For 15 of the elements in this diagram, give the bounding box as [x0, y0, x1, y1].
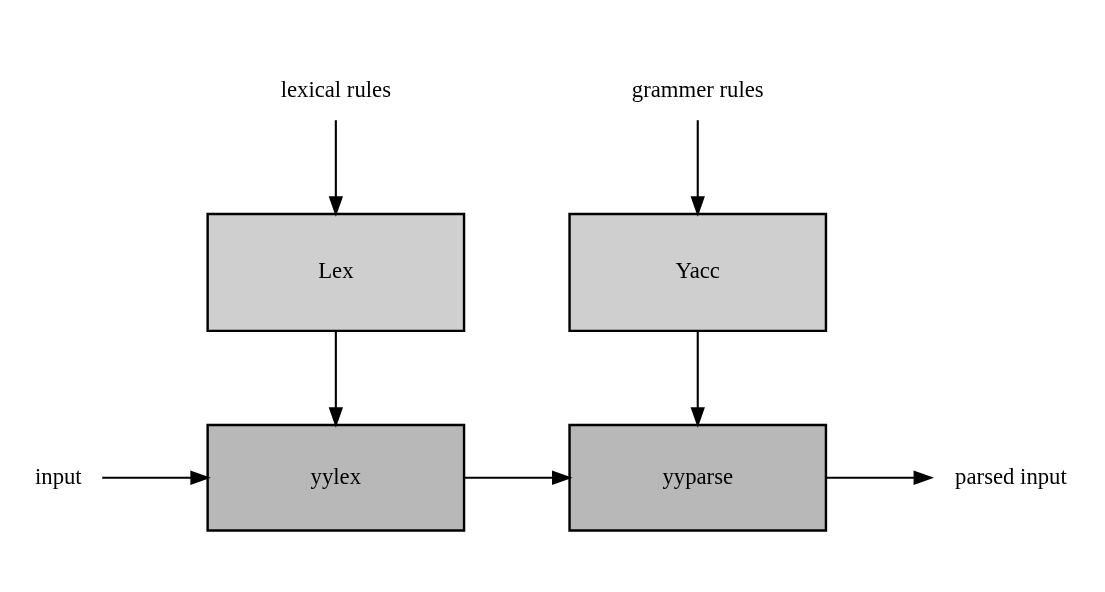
arrow: [690, 330, 705, 428]
node-text: lexical rules: [280, 76, 392, 102]
arrow: [328, 120, 343, 217]
node-text: grammer rules: [631, 76, 764, 102]
arrow: [826, 470, 935, 485]
node-box: Lex: [206, 212, 466, 333]
node-box: yyparse: [568, 423, 828, 532]
node-box: yylex: [206, 423, 466, 532]
arrow: [328, 330, 343, 428]
arrow: [464, 470, 573, 485]
arrow: [102, 470, 211, 485]
node-box: Yacc: [568, 212, 828, 333]
arrow: [690, 120, 705, 217]
node-text: parsed input: [955, 463, 1067, 489]
node-text: input: [34, 463, 82, 489]
